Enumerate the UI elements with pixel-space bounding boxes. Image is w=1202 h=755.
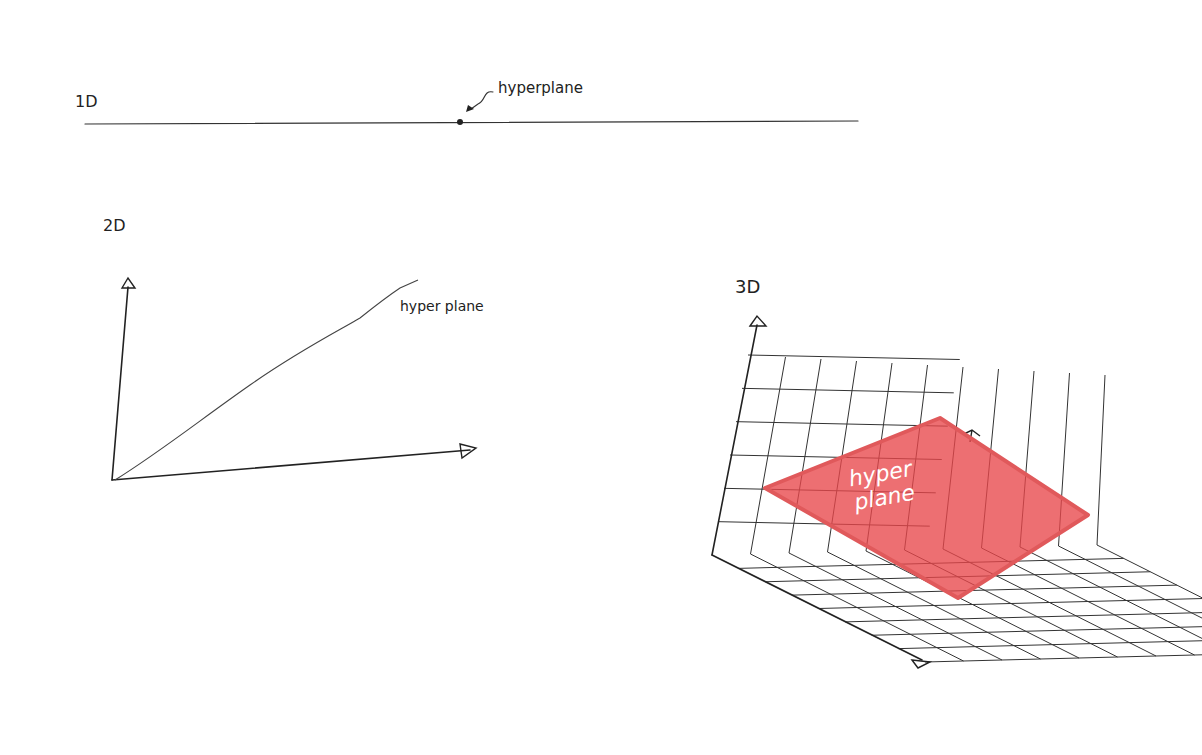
two-d-axes <box>112 287 470 480</box>
hyperplane-point <box>457 119 463 125</box>
plane-fill <box>765 418 1088 598</box>
dimension-label: 1D <box>75 92 98 111</box>
hyperplane-label: hyperplane <box>498 79 583 97</box>
plane-shape <box>760 412 1092 602</box>
x-axis <box>712 555 922 660</box>
dimension-label: 3D <box>735 276 760 297</box>
three-d-grid <box>718 355 1202 662</box>
one-d-line <box>85 92 858 124</box>
grid-line <box>1097 375 1105 545</box>
y-axis <box>112 287 128 480</box>
grid-line <box>1097 545 1202 652</box>
leader-hook <box>471 92 493 109</box>
axis-arrowhead <box>912 660 930 668</box>
axis-arrowhead <box>122 278 135 288</box>
hyperplane-label: hyper plane <box>400 298 484 314</box>
z-axis <box>712 325 757 555</box>
hyperplane-sheet: hyper plane <box>760 412 1092 602</box>
grid-line <box>1020 547 1202 654</box>
grid-line <box>748 355 960 360</box>
grid-line <box>845 612 1202 622</box>
axis-arrowhead <box>750 316 766 326</box>
number-line <box>85 121 858 124</box>
axis-arrowhead <box>460 444 476 458</box>
grid-line <box>925 652 1202 662</box>
x-axis <box>112 450 470 480</box>
leader-arrowhead <box>466 105 474 112</box>
dimension-label: 2D <box>103 216 126 235</box>
hyperplane-line <box>115 280 418 480</box>
grid-line <box>742 388 954 393</box>
